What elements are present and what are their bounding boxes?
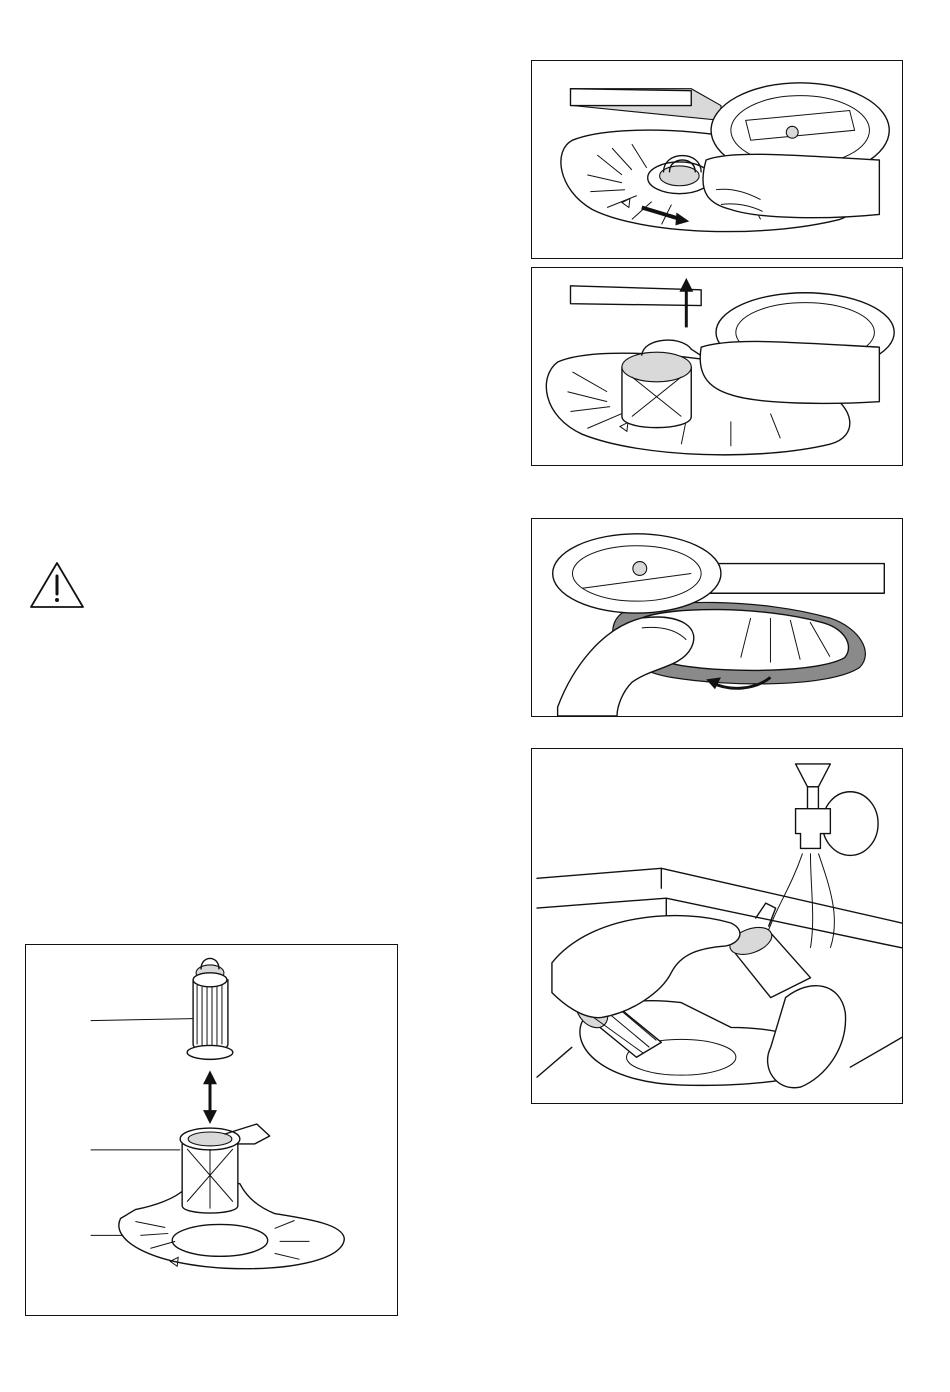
warning-triangle-icon	[28, 560, 86, 610]
spray-arm-illustration	[701, 564, 884, 594]
hand-illustration	[700, 341, 879, 403]
tap-icon	[796, 764, 879, 855]
top-spray-disc-illustration	[553, 534, 721, 613]
figure-rinse-filters	[531, 748, 903, 1104]
coarse-filter-illustration	[726, 903, 810, 997]
water-stream-illustration	[766, 853, 835, 947]
figure-lift-filter	[531, 267, 903, 466]
spray-arm-illustration	[570, 89, 720, 121]
figure-turn-filter	[531, 60, 903, 259]
figure-remove-plate	[531, 518, 903, 717]
double-arrow-icon	[203, 1070, 217, 1124]
figure-filter-assembly	[25, 944, 398, 1316]
microfilter-illustration	[187, 958, 233, 1059]
coarse-filter-illustration	[180, 1124, 270, 1213]
hand-illustration	[703, 154, 879, 217]
